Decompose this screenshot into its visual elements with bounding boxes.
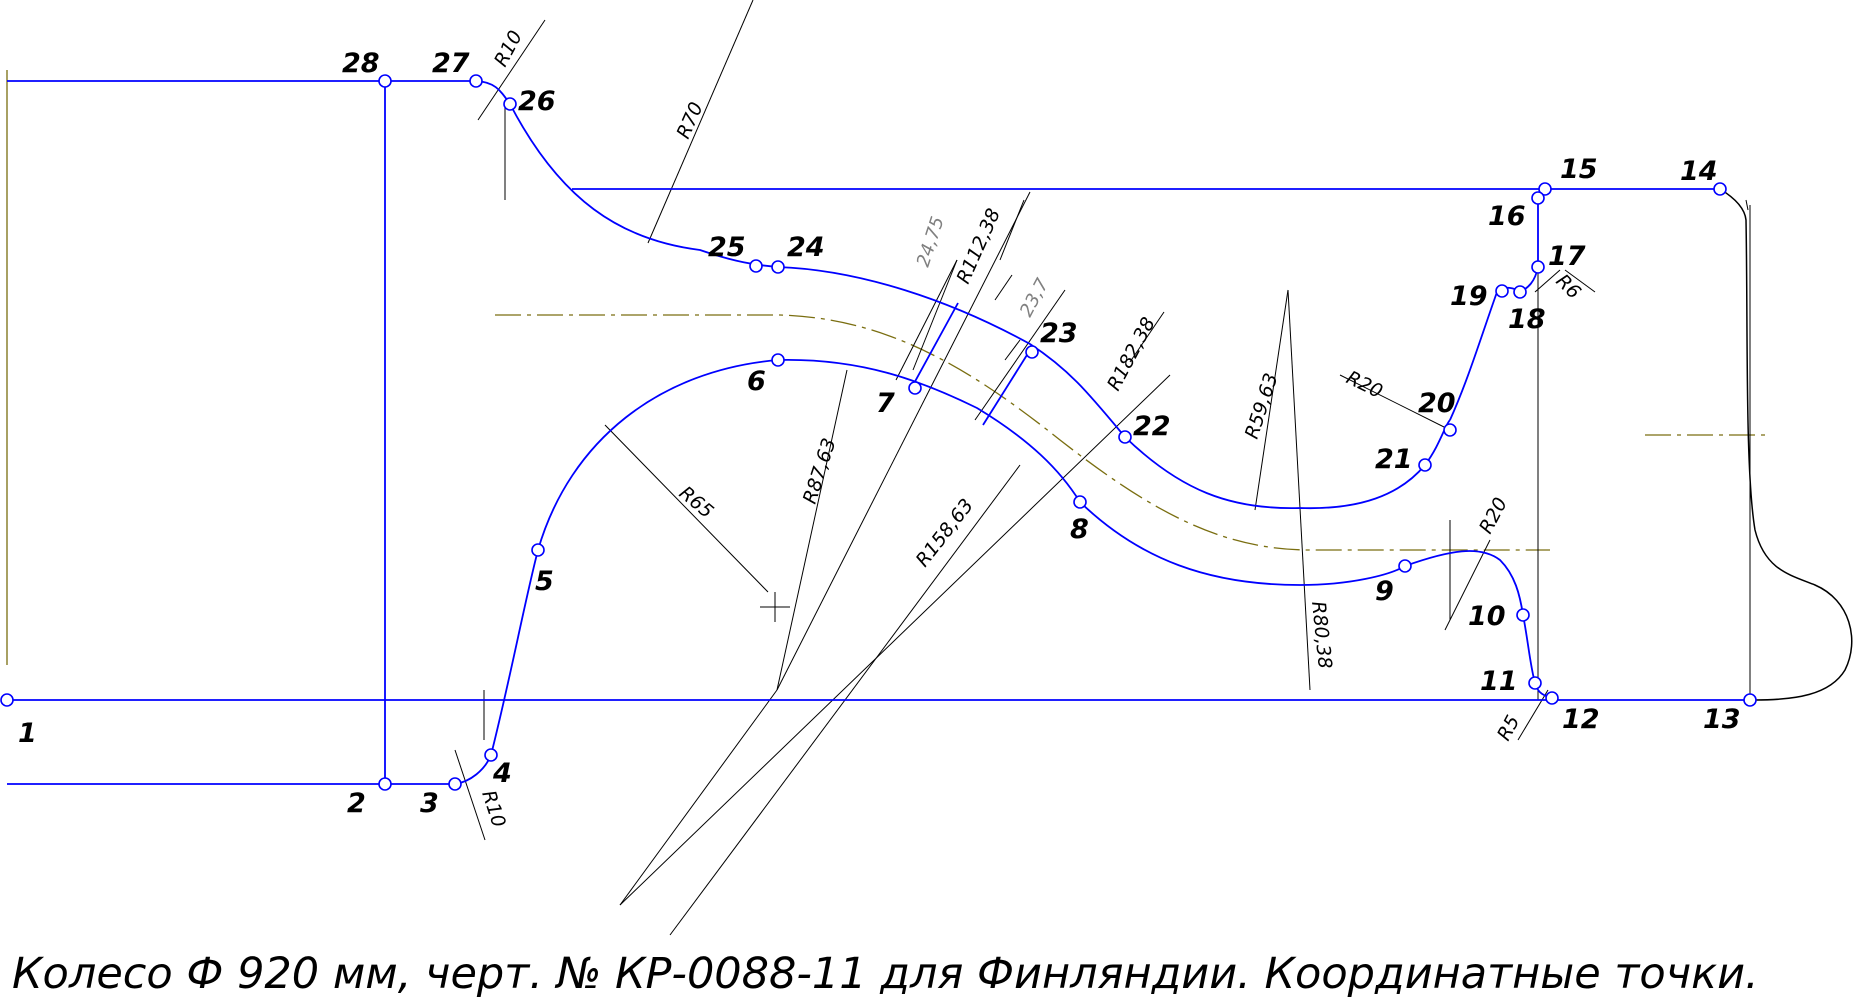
point-label-20: 20 <box>1418 388 1456 419</box>
dim-label-r59-63: R59,63 <box>1241 370 1283 441</box>
point-label-16: 16 <box>1488 201 1526 232</box>
point-marker-20 <box>1443 423 1457 437</box>
dim-label-r80-38: R80,38 <box>1307 600 1336 670</box>
point-marker-5 <box>531 543 545 557</box>
point-label-17: 17 <box>1548 241 1586 272</box>
point-label-24: 24 <box>787 232 825 263</box>
point-label-8: 8 <box>1070 514 1089 545</box>
point-marker-6 <box>771 353 785 367</box>
point-label-10: 10 <box>1468 601 1506 632</box>
point-marker-24 <box>771 260 785 274</box>
point-marker-1 <box>0 693 14 707</box>
point-label-15: 15 <box>1560 154 1598 185</box>
point-label-27: 27 <box>432 48 470 79</box>
point-marker-28 <box>378 74 392 88</box>
wheel-profile-contour <box>7 80 1755 785</box>
point-label-14: 14 <box>1680 156 1718 187</box>
point-label-19: 19 <box>1450 281 1488 312</box>
point-marker-23 <box>1025 345 1039 359</box>
dim-label-r112-38: R112,38 <box>952 205 1005 287</box>
point-label-7: 7 <box>876 388 895 419</box>
point-marker-25 <box>749 259 763 273</box>
point-marker-19 <box>1495 284 1509 298</box>
point-label-5: 5 <box>535 566 554 597</box>
point-marker-11 <box>1528 676 1542 690</box>
point-marker-12 <box>1545 691 1559 705</box>
dim-label-r20-lower: R20 <box>1475 494 1512 537</box>
point-label-25: 25 <box>708 232 746 263</box>
dimension-lines <box>454 0 1853 936</box>
point-marker-3 <box>448 777 462 791</box>
point-label-1: 1 <box>18 718 37 749</box>
web-centerline <box>495 314 1550 551</box>
point-marker-18 <box>1513 285 1527 299</box>
dim-label-r87-63: R87,63 <box>799 435 841 506</box>
point-label-18: 18 <box>1508 304 1546 335</box>
drawing-caption: Колесо Ф 920 мм, черт. № КР-0088-11 для … <box>12 949 1759 999</box>
point-label-9: 9 <box>1375 576 1394 607</box>
point-label-13: 13 <box>1703 704 1741 735</box>
point-marker-17 <box>1531 260 1545 274</box>
dim-label-r182-38: R182,38 <box>1103 314 1160 395</box>
point-label-12: 12 <box>1562 704 1600 735</box>
dim-label-r10-top: R10 <box>490 27 527 70</box>
point-markers <box>0 74 1757 791</box>
point-marker-4 <box>484 748 498 762</box>
point-label-28: 28 <box>342 48 380 79</box>
point-label-6: 6 <box>747 366 766 397</box>
dim-label-24-75: 24,75 <box>913 214 949 269</box>
point-label-4: 4 <box>492 758 512 789</box>
centerlines <box>6 70 1765 665</box>
dim-label-r70: R70 <box>672 99 707 142</box>
dim-label-r5: R5 <box>1493 712 1524 745</box>
dim-label-r6: R6 <box>1551 270 1584 303</box>
dim-label-r65: R65 <box>675 482 718 523</box>
point-marker-14 <box>1713 182 1727 196</box>
point-marker-13 <box>1743 693 1757 707</box>
dim-label-23-7: 23,7 <box>1016 275 1054 321</box>
point-marker-26 <box>503 97 517 111</box>
point-label-11: 11 <box>1480 666 1518 697</box>
dim-label-r20-upper: R20 <box>1343 367 1386 403</box>
point-label-22: 22 <box>1133 411 1171 442</box>
point-label-26: 26 <box>518 86 556 117</box>
point-marker-8 <box>1073 495 1087 509</box>
point-marker-21 <box>1418 458 1432 472</box>
point-marker-2 <box>378 777 392 791</box>
point-marker-22 <box>1118 430 1132 444</box>
dim-label-r158-63: R158,63 <box>912 495 978 571</box>
point-label-3: 3 <box>420 788 439 819</box>
point-label-23: 23 <box>1040 318 1078 349</box>
point-label-21: 21 <box>1375 444 1413 475</box>
point-marker-27 <box>469 74 483 88</box>
point-marker-10 <box>1516 608 1530 622</box>
point-marker-16 <box>1531 191 1545 205</box>
dimension-labels: R10 R70 R112,38 R182,38 R59,63 R20 R6 R6… <box>477 27 1585 830</box>
dim-label-r10-bottom: R10 <box>477 788 509 830</box>
point-marker-7 <box>908 381 922 395</box>
point-marker-15 <box>1538 182 1552 196</box>
point-label-2: 2 <box>347 788 366 819</box>
point-marker-9 <box>1398 559 1412 573</box>
point-labels: 1 2 3 4 5 6 7 8 9 10 11 12 13 14 15 16 1… <box>18 48 1741 819</box>
